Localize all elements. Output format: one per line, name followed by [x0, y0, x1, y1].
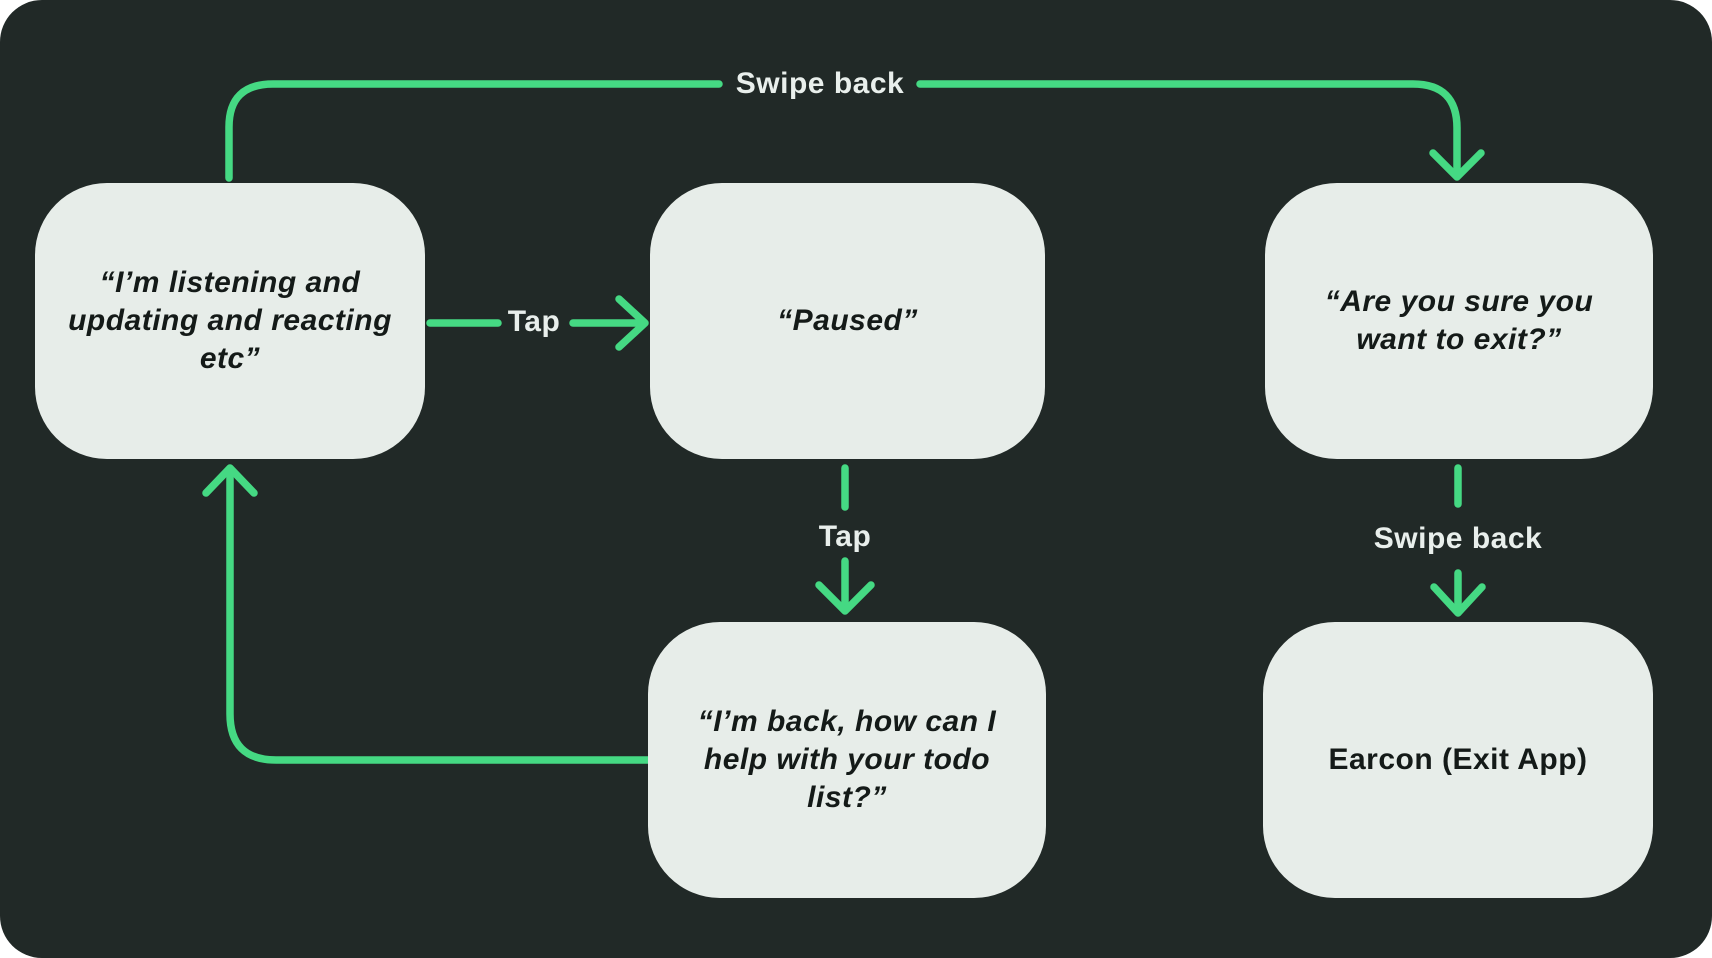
edge-label-swipe-back-right: Swipe back: [1373, 522, 1543, 555]
arrowhead-down-into-earcon: [1430, 583, 1486, 617]
edge-return-loop-segment: [226, 470, 652, 764]
edge-swipe-back-top-left-segment: [225, 80, 723, 182]
arrowhead-up-into-listening: [202, 464, 258, 497]
node-earcon-exit-app: Earcon (Exit App): [1263, 622, 1653, 898]
node-exit-confirm-label: “Are you sure you want to exit?”: [1324, 284, 1594, 356]
arrowhead-down-into-exit-confirm: [1429, 149, 1485, 181]
node-listening-state: “I’m listening and updating and reacting…: [35, 183, 425, 459]
edge-label-swipe-back-top: Swipe back: [735, 67, 905, 100]
edge-swipe-back-top-right-segment: [916, 80, 1461, 174]
node-back-label: “I’m back, how can I help with your todo…: [697, 704, 997, 815]
node-paused-state: “Paused”: [650, 183, 1045, 459]
node-paused-label: “Paused”: [777, 303, 918, 337]
arrowhead-right-into-paused: [615, 295, 649, 351]
node-listening-label: “I’m listening and updating and reacting…: [68, 265, 392, 376]
edge-label-tap-vertical: Tap: [818, 520, 872, 553]
node-earcon-label: Earcon (Exit App): [1328, 742, 1588, 776]
node-exit-confirm-state: “Are you sure you want to exit?”: [1265, 183, 1653, 459]
node-back-state: “I’m back, how can I help with your todo…: [648, 622, 1046, 898]
arrowhead-down-into-back: [815, 581, 875, 615]
edge-label-tap-horizontal: Tap: [507, 305, 561, 338]
